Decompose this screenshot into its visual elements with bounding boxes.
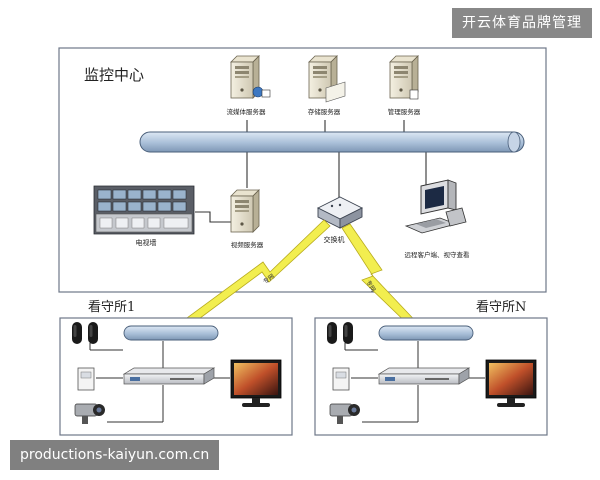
monitoring-center-frame bbox=[59, 48, 546, 292]
station-1-sensor bbox=[78, 368, 94, 390]
remote-client-label: 远程客户端、视守查看 bbox=[405, 250, 471, 259]
station-n-title: 看守所N bbox=[476, 299, 526, 315]
video-server: 视频服务器 bbox=[231, 190, 264, 249]
station-1-bus bbox=[124, 326, 218, 340]
switch-label: 交换机 bbox=[324, 235, 345, 244]
station-n-dvr bbox=[379, 368, 469, 384]
storage-server-label: 存储服务器 bbox=[308, 107, 341, 116]
video-server-label: 视频服务器 bbox=[231, 240, 264, 249]
station-1-dvr bbox=[124, 368, 214, 384]
center-network-bus bbox=[140, 132, 524, 152]
streaming-server-label: 流媒体服务器 bbox=[227, 107, 267, 116]
watermark-bottom: productions-kaiyun.com.cn bbox=[10, 440, 219, 470]
tv-wall-label: 电视墙 bbox=[136, 238, 157, 247]
station-n bbox=[315, 318, 547, 435]
management-server-label: 管理服务器 bbox=[388, 107, 421, 116]
station-1-title: 看守所1 bbox=[88, 299, 135, 315]
station-n-sensor bbox=[333, 368, 349, 390]
station-n-bus bbox=[379, 326, 473, 340]
monitoring-center-title: 监控中心 bbox=[84, 66, 144, 84]
watermark-top: 开云体育品牌管理 bbox=[452, 8, 592, 38]
station-1 bbox=[60, 318, 292, 435]
globe-icon bbox=[253, 87, 263, 97]
document-icon bbox=[410, 90, 418, 99]
